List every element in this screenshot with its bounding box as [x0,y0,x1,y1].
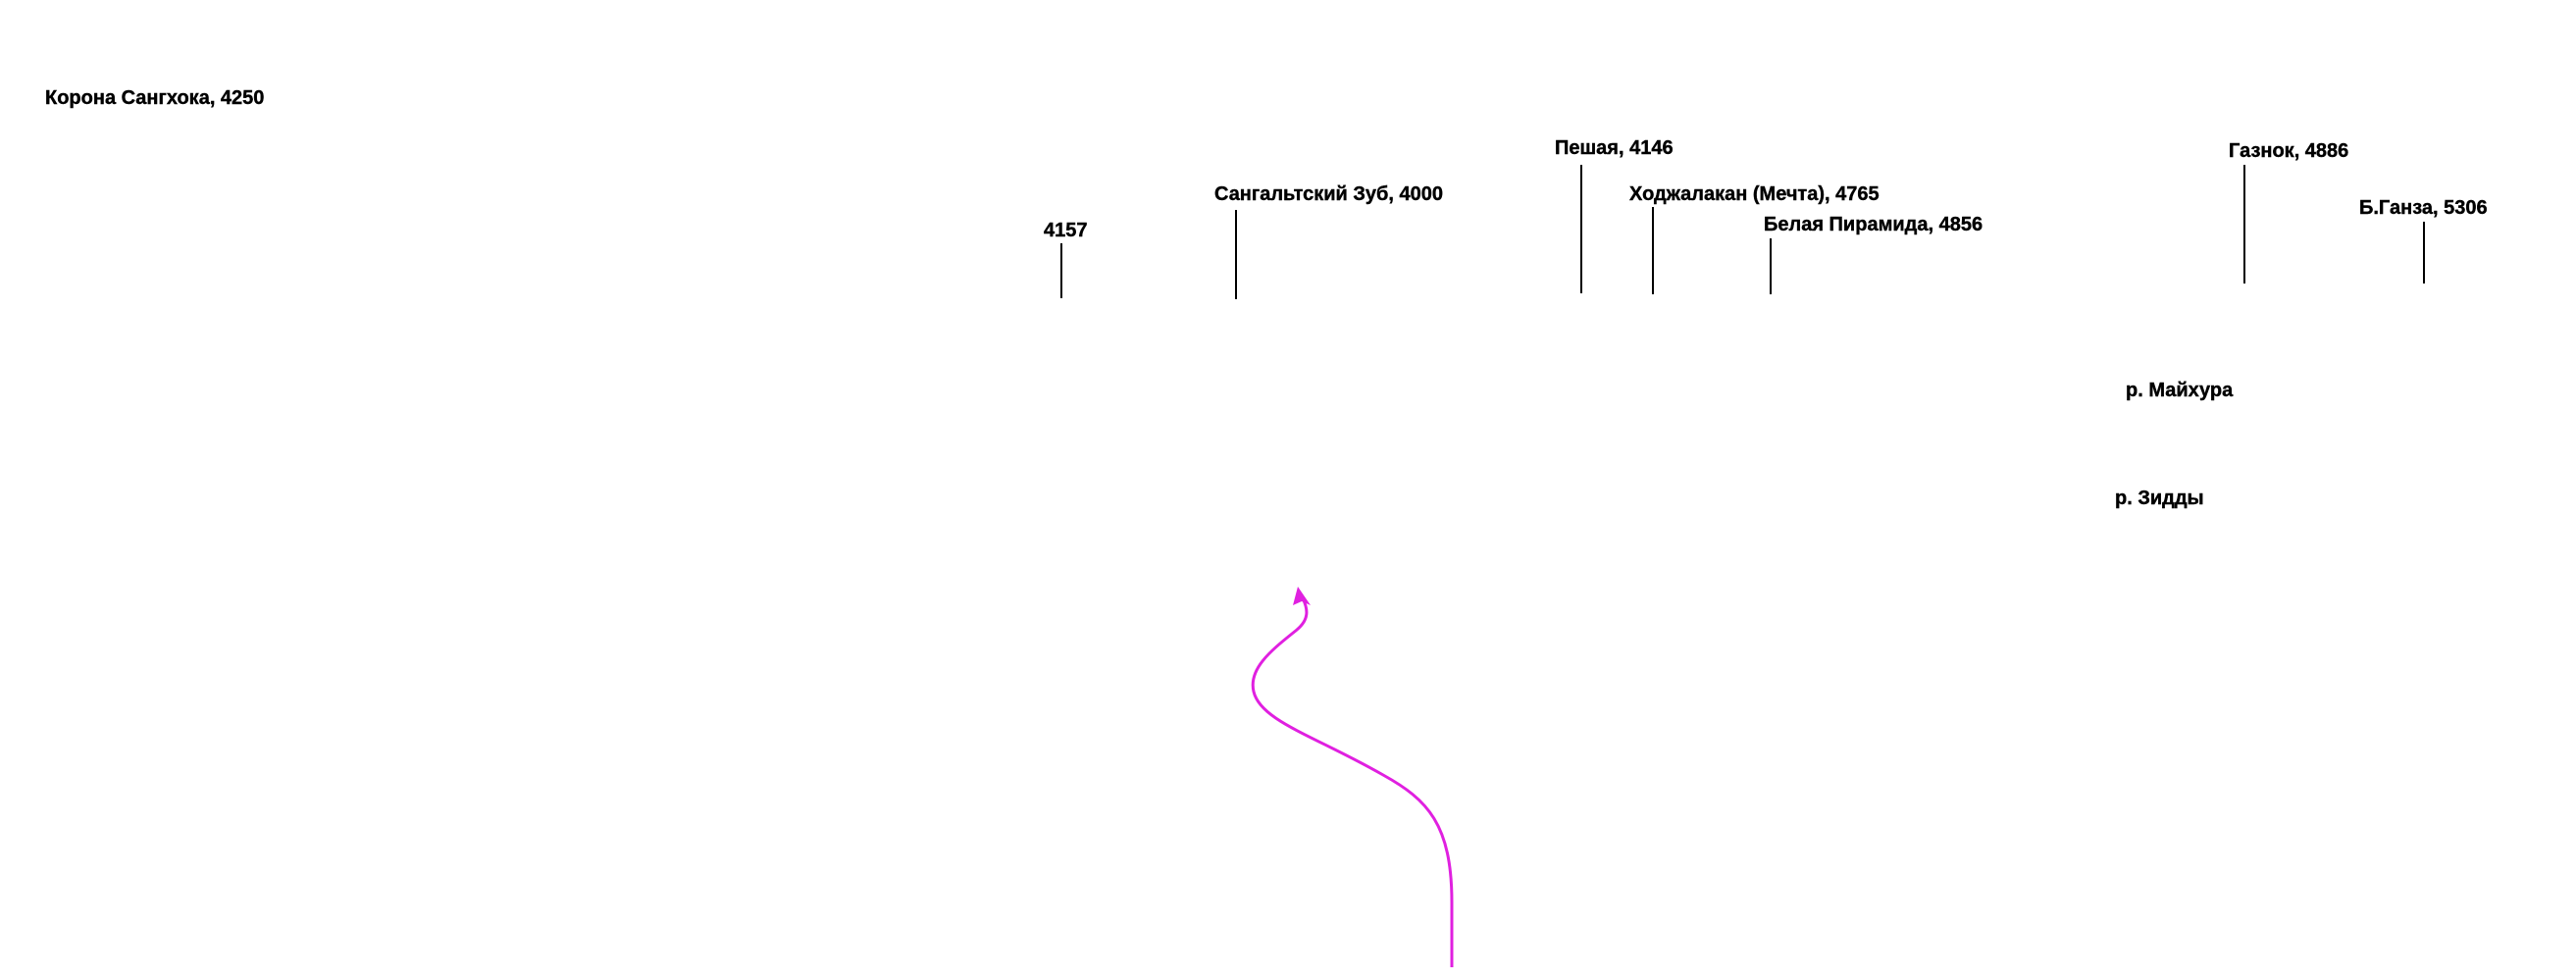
peak-marker-sangaltsky-zub [1235,210,1237,299]
peak-marker-belaya-piramida [1770,238,1772,294]
route-path [1251,597,1454,967]
peak-marker-khodzhalakan [1652,207,1654,294]
river-label-zidda: р. Зидды [2115,488,2204,509]
peak-marker-peshaya [1580,165,1582,293]
peak-label-gaznok: Газнок, 4886 [2229,140,2349,162]
peak-marker-b-ganza [2423,222,2425,284]
peak-marker-4157 [1060,243,1062,298]
river-label-maihura: р. Майхура [2126,380,2234,401]
peak-marker-gaznok [2243,165,2245,284]
peak-label-b-ganza: Б.Ганза, 5306 [2359,197,2488,219]
peak-label-sangaltsky-zub: Сангальтский Зуб, 4000 [1214,183,1444,205]
peak-label-4157: 4157 [1044,220,1088,241]
peak-label-khodzhalakan: Ходжалакан (Мечта), 4765 [1629,183,1880,205]
peak-label-korona-sangkhoka: Корона Сангхока, 4250 [45,87,265,109]
peak-label-peshaya: Пешая, 4146 [1555,137,1674,159]
arrowhead-icon [1293,587,1311,605]
peak-label-belaya-piramida: Белая Пирамида, 4856 [1764,214,1984,235]
